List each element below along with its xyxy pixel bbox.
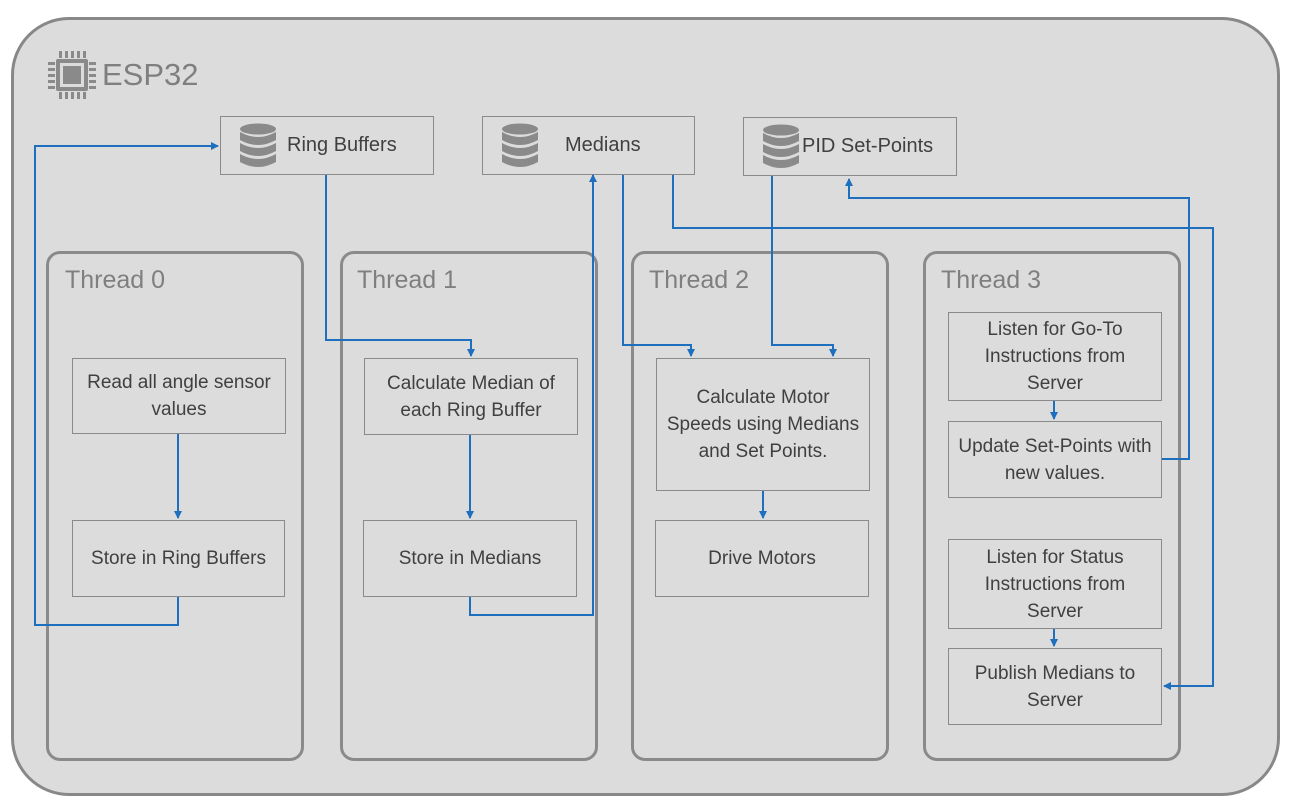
- pid-setpoints-label: PID Set-Points: [802, 135, 934, 157]
- thread-2-title: Thread 2: [649, 266, 750, 294]
- thread-2-motor-speed-task: Calculate Motor Speeds using Medians and…: [656, 358, 870, 491]
- ring-buffers-label: Ring Buffers: [287, 134, 397, 156]
- esp32-title: ESP32: [102, 57, 199, 92]
- thread-3-title: Thread 3: [941, 266, 1042, 294]
- thread-3-publish-medians-task: Publish Medians to Server: [948, 648, 1162, 725]
- thread-1-median-task: Calculate Median of each Ring Buffer: [364, 358, 578, 435]
- thread-3-listen-goto-task: Listen for Go-To Instructions from Serve…: [948, 312, 1162, 401]
- thread-1-store-task: Store in Medians: [363, 520, 577, 597]
- thread-1-title: Thread 1: [357, 266, 458, 294]
- database-icon: [763, 124, 799, 168]
- database-icon: [502, 123, 538, 167]
- thread-2-panel: [631, 251, 889, 761]
- pid-setpoints-store: PID Set-Points: [743, 117, 957, 176]
- thread-0-panel: [46, 251, 304, 761]
- thread-1-panel: [340, 251, 598, 761]
- medians-store: Medians: [482, 116, 695, 175]
- thread-0-read-task: Read all angle sensor values: [72, 358, 286, 434]
- thread-0-title: Thread 0: [65, 266, 166, 294]
- ring-buffers-store: Ring Buffers: [220, 116, 434, 175]
- thread-3-listen-status-task: Listen for Status Instructions from Serv…: [948, 539, 1162, 629]
- medians-label: Medians: [565, 134, 641, 156]
- microchip-icon: [48, 51, 96, 99]
- database-icon: [240, 123, 276, 167]
- thread-2-drive-motors-task: Drive Motors: [655, 520, 869, 597]
- thread-0-store-task: Store in Ring Buffers: [72, 520, 285, 597]
- thread-3-update-setpoints-task: Update Set-Points with new values.: [948, 421, 1162, 498]
